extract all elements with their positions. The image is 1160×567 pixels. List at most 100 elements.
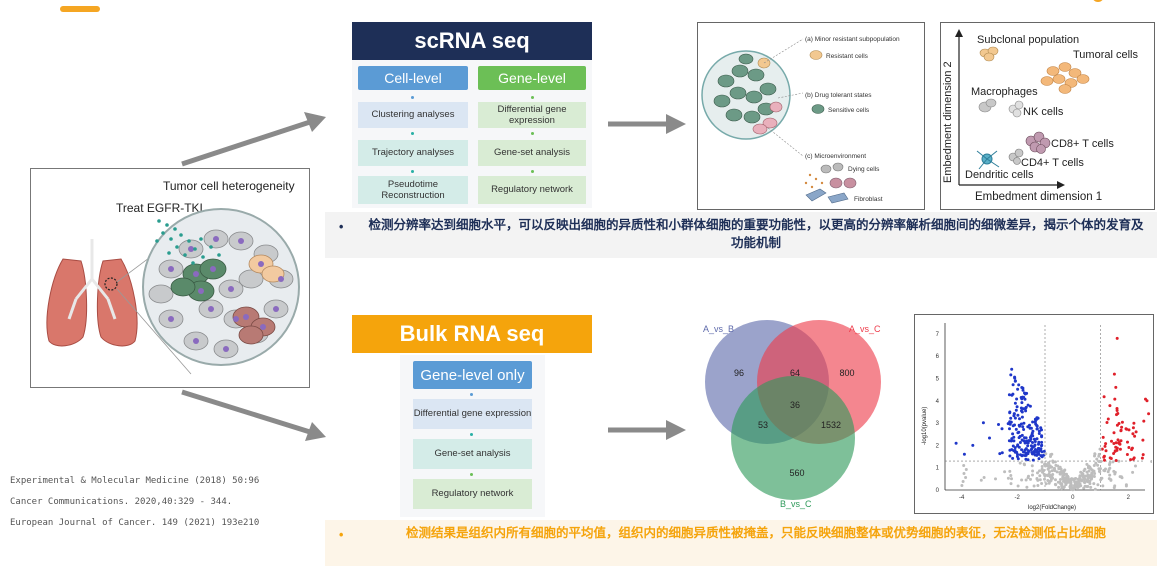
venn-set-b-label: A_vs_C xyxy=(849,324,881,334)
volcano-point xyxy=(1025,391,1029,395)
connector-dot xyxy=(470,393,473,396)
brand-logo xyxy=(1093,0,1103,2)
volcano-point xyxy=(1054,483,1058,487)
tumor-illustration xyxy=(46,208,300,375)
volcano-point xyxy=(1059,482,1063,486)
connector-dot xyxy=(470,473,473,476)
volcano-point xyxy=(962,472,966,475)
volcano-point xyxy=(1022,421,1026,425)
volcano-point xyxy=(1016,443,1020,447)
volcano-x-tick: 2 xyxy=(1127,495,1131,501)
volcano-point xyxy=(1086,485,1090,488)
volcano-point xyxy=(1010,367,1014,371)
volcano-point xyxy=(1026,403,1030,407)
volcano-point xyxy=(1090,476,1094,480)
volcano-point xyxy=(1037,440,1041,444)
volcano-point xyxy=(1008,411,1012,415)
volcano-point xyxy=(1104,467,1107,471)
bulk-step-regulatory-network: Regulatory network xyxy=(413,479,532,509)
scrna-summary-text: 检测分辨率达到细胞水平，可以反映出细胞的异质性和小群体细胞的重要功能性，以更高的… xyxy=(368,218,1144,250)
volcano-point xyxy=(1077,478,1081,482)
volcano-point xyxy=(1020,448,1024,452)
volcano-point xyxy=(1011,383,1015,387)
volcano-point xyxy=(1035,449,1039,453)
volcano-point xyxy=(1054,463,1058,467)
volcano-point xyxy=(1080,479,1084,483)
volcano-point xyxy=(1033,453,1037,457)
volcano-point xyxy=(1010,477,1013,481)
volcano-point xyxy=(1035,477,1039,481)
volcano-point xyxy=(1113,470,1117,474)
volcano-point xyxy=(1078,482,1082,486)
volcano-point xyxy=(1031,420,1035,424)
volcano-point xyxy=(1019,422,1023,426)
volcano-point xyxy=(1017,436,1021,440)
volcano-point xyxy=(1034,417,1038,421)
volcano-point xyxy=(1086,473,1090,477)
volcano-point xyxy=(1036,471,1039,475)
volcano-point xyxy=(1023,397,1027,401)
volcano-point xyxy=(1109,478,1113,482)
volcano-point xyxy=(1073,484,1076,488)
volcano-point xyxy=(1049,477,1053,481)
volcano-point xyxy=(1015,405,1019,409)
scrna-embedding-figure: Embedment dimension 2 Embedment dimensio… xyxy=(940,22,1155,210)
volcano-point xyxy=(1011,444,1015,448)
volcano-point xyxy=(1021,453,1025,457)
volcano-point xyxy=(1015,397,1019,401)
volcano-point xyxy=(1050,452,1054,456)
volcano-point xyxy=(1040,444,1043,448)
volcano-point xyxy=(1016,484,1020,488)
cluster-label-macrophages: Macrophages xyxy=(971,86,1038,98)
volcano-point xyxy=(1106,470,1110,474)
volcano-point xyxy=(1040,435,1044,439)
volcano-point xyxy=(1020,438,1024,442)
volcano-point xyxy=(1094,461,1098,465)
volcano-point xyxy=(1114,459,1118,462)
volcano-point xyxy=(1112,452,1116,455)
volcano-point xyxy=(1069,487,1073,491)
bulk-rna-seq-header: Bulk RNA seq xyxy=(352,315,592,353)
volcano-point xyxy=(1013,379,1017,383)
volcano-plot: -log10(pvalue) log2(FoldChange) 01234567… xyxy=(922,323,1156,511)
embedding-plot: Embedment dimension 2 Embedment dimensio… xyxy=(942,29,1138,203)
volcano-point xyxy=(1040,482,1044,485)
volcano-point xyxy=(1031,473,1034,477)
volcano-point xyxy=(1031,469,1035,473)
volcano-point xyxy=(1124,427,1128,431)
volcano-point xyxy=(1102,455,1106,459)
resistant-cells-label: Resistant cells xyxy=(826,53,869,60)
volcano-point xyxy=(1147,412,1151,416)
volcano-point xyxy=(1042,472,1046,476)
volcano-point xyxy=(1011,432,1015,436)
connector-dot xyxy=(531,132,534,135)
volcano-point xyxy=(1032,437,1036,441)
cluster-label-nk: NK cells xyxy=(1023,106,1064,118)
volcano-point xyxy=(1133,434,1137,438)
gene-level-only-header: Gene-level only xyxy=(413,361,532,389)
volcano-point xyxy=(962,464,966,467)
bulk-step-differential-expression: Differential gene expression xyxy=(413,399,532,429)
volcano-point xyxy=(1093,487,1097,491)
volcano-x-label: log2(FoldChange) xyxy=(1028,505,1076,511)
volcano-point xyxy=(1013,423,1016,427)
volcano-point xyxy=(1125,453,1129,456)
volcano-point xyxy=(1097,467,1101,471)
volcano-point xyxy=(1064,483,1068,486)
volcano-point xyxy=(1106,417,1110,421)
volcano-point xyxy=(1047,481,1051,485)
volcano-point xyxy=(1048,470,1051,474)
volcano-point xyxy=(1100,447,1104,451)
volcano-point xyxy=(1025,485,1029,489)
volcano-point xyxy=(1061,475,1065,479)
volcano-point xyxy=(1031,458,1035,462)
volcano-point xyxy=(1033,443,1037,447)
volcano-point xyxy=(1141,438,1145,442)
volcano-point xyxy=(1028,404,1032,408)
venn-region-ac: 53 xyxy=(758,420,768,430)
volcano-point xyxy=(1108,473,1112,477)
volcano-point xyxy=(1021,395,1025,399)
volcano-point xyxy=(1082,480,1086,484)
volcano-point xyxy=(962,452,966,456)
volcano-point xyxy=(1017,383,1021,387)
